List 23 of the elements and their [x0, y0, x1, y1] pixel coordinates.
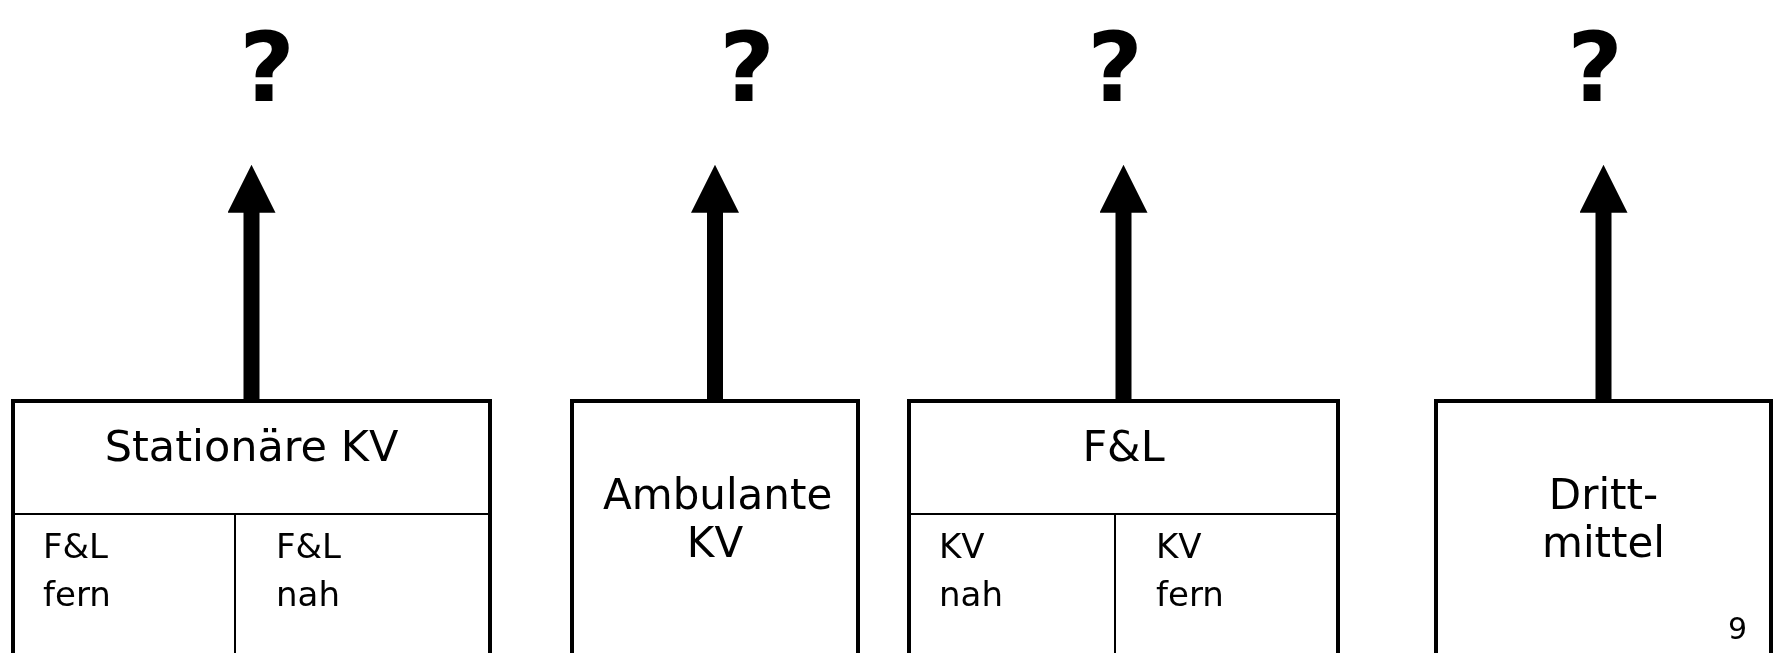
- page-number: 9: [1728, 614, 1748, 644]
- question-mark: ?: [239, 20, 295, 116]
- table-cell: [911, 513, 1116, 653]
- arrow: [1099, 164, 1148, 399]
- cell-label: KV nah: [939, 525, 1004, 616]
- process-box: [11, 399, 492, 653]
- cell-label: F&L nah: [276, 525, 342, 616]
- question-mark: ?: [719, 20, 775, 116]
- process-box: [570, 399, 860, 653]
- box-title: Stationäre KV: [103, 420, 400, 471]
- question-mark: ?: [1567, 20, 1623, 116]
- box-title: F&L: [1081, 420, 1166, 471]
- process-box: [907, 399, 1340, 653]
- arrow: [1579, 164, 1628, 399]
- question-mark: ?: [1087, 20, 1143, 116]
- box-title: Dritt- mittel: [1541, 470, 1666, 569]
- cell-label: F&L fern: [43, 525, 112, 616]
- box-title: Ambulante KV: [602, 470, 834, 569]
- table-cell: [15, 513, 236, 653]
- process-box: [1434, 399, 1773, 653]
- cell-label: KV fern: [1156, 525, 1225, 616]
- arrow: [691, 164, 739, 399]
- arrow: [227, 164, 276, 399]
